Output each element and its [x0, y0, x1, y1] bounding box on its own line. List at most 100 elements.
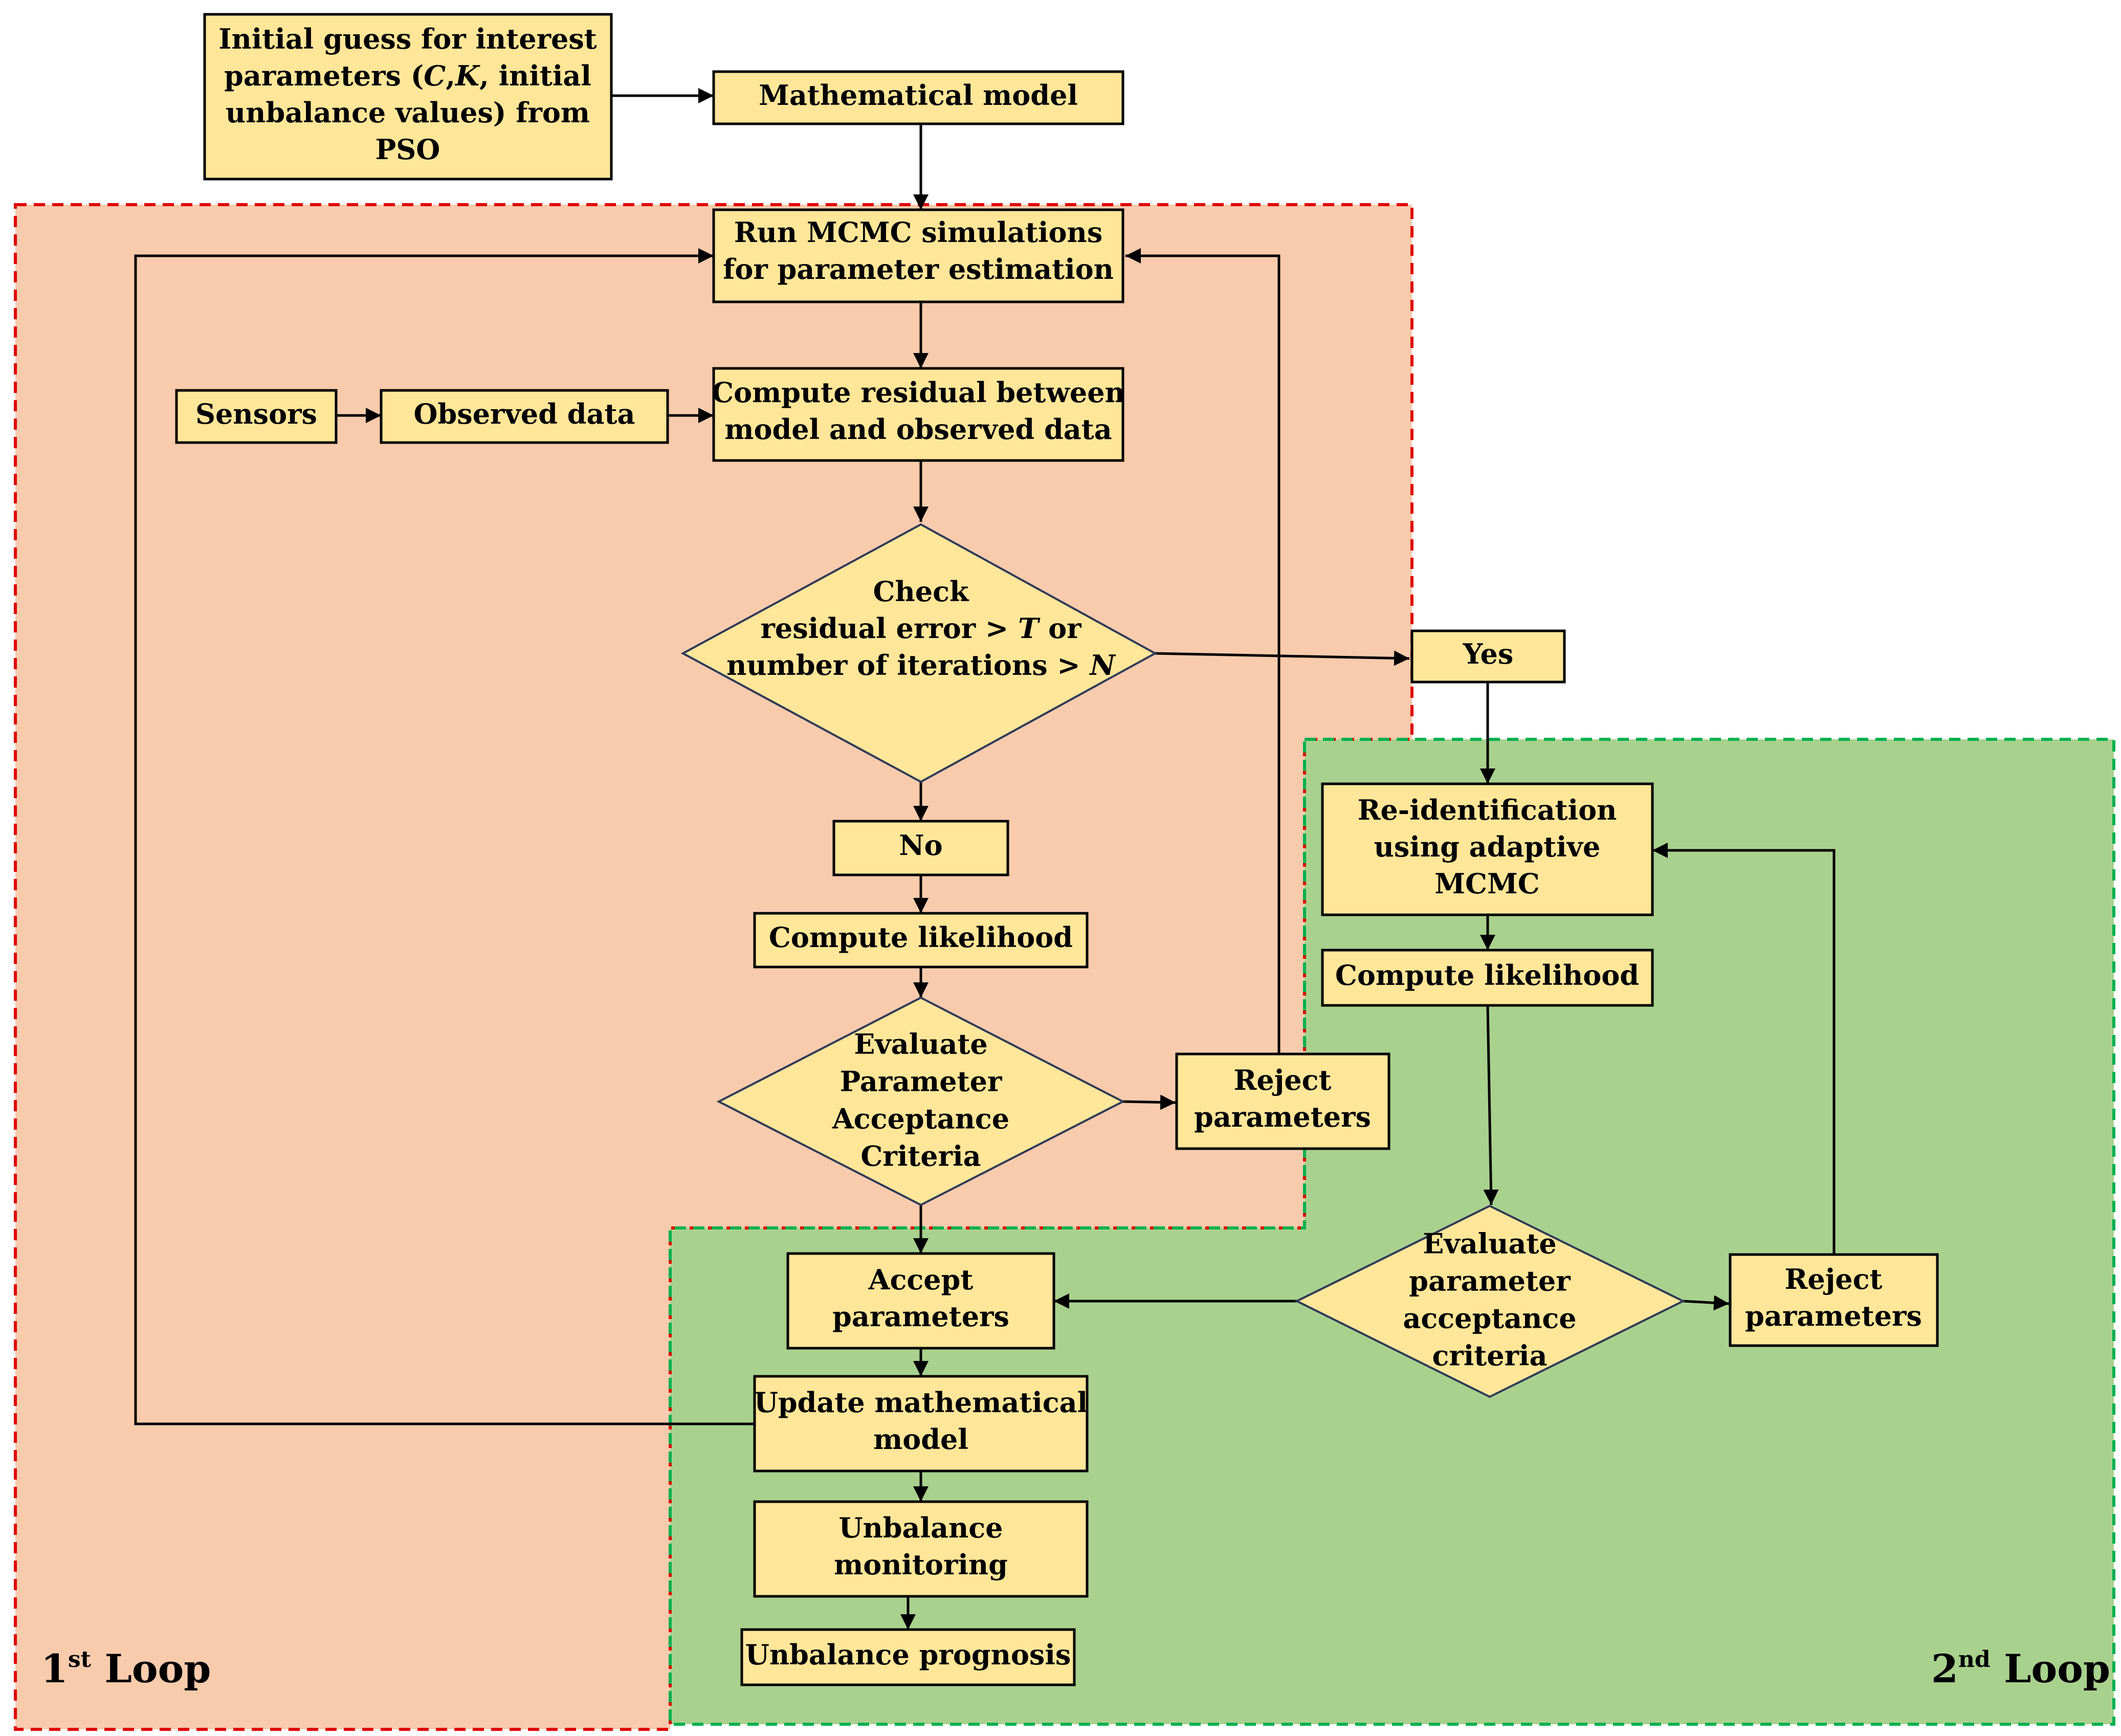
label-run: Re-identification: [1358, 794, 1617, 826]
label-run: Sensors: [195, 398, 317, 430]
reject-2-label: Reject parameters: [1745, 1263, 1922, 1332]
label-run: parameters: [1745, 1300, 1922, 1332]
label-run: Compute likelihood: [1335, 959, 1639, 992]
initial-guess-box: [203, 13, 613, 181]
reject-1-label: Reject parameters: [1194, 1064, 1371, 1133]
compute-residual-label: Compute residual between model and observ…: [712, 376, 1125, 446]
label-run: acceptance: [1403, 1302, 1576, 1335]
second-loop-border: [669, 738, 2115, 1726]
evaluate-2-diamond: [1294, 1204, 1686, 1398]
edge-reject2-back-to-reidentification: [1652, 843, 1836, 1254]
sensors-box: [175, 389, 338, 444]
label-run: N: [1089, 649, 1116, 682]
label-run: K: [454, 59, 480, 92]
edge-check-to-yes: [1155, 650, 1410, 666]
yes-box: [1410, 629, 1566, 684]
label-run: using adaptive: [1374, 830, 1601, 863]
check-residual-label: Check residual error > T or number of iter…: [726, 575, 1116, 682]
label-run: residual error >: [760, 612, 1018, 645]
label-run: Reject: [1785, 1263, 1883, 1295]
label-run: unbalance values) from: [226, 96, 590, 129]
label-run: or: [1039, 612, 1081, 645]
label-run: model and observed data: [724, 413, 1112, 446]
label-run: criteria: [1432, 1339, 1547, 1372]
no-box: [832, 820, 1009, 876]
label-run: Observed data: [414, 398, 635, 430]
reject-1-box: [1175, 1052, 1390, 1150]
label-run: ,: [446, 59, 455, 92]
label-run: No: [899, 829, 942, 862]
update-model-label: Update mathematical model: [754, 1386, 1088, 1456]
compute-likelihood-2-box: [1321, 949, 1654, 1007]
second-loop-label: 2nd Loop: [1931, 1646, 2110, 1691]
accept-label: Accept parameters: [832, 1263, 1009, 1333]
nodes: Initial guess for interest parameters (C,…: [175, 13, 1939, 1686]
label-run: Update mathematical: [754, 1386, 1088, 1419]
sensors-label: Sensors: [195, 398, 317, 430]
label-run: Evaluate: [1423, 1227, 1557, 1260]
run-mcmc-box: [712, 208, 1124, 303]
label-run: C: [424, 59, 446, 92]
label-run: Acceptance: [832, 1103, 1009, 1135]
label-run: parameters (: [224, 59, 424, 92]
label-run: parameter: [1409, 1265, 1571, 1298]
label-run: T: [1018, 612, 1041, 645]
edge-update-back-to-run: [134, 248, 755, 1425]
edge-evaluate-to-reject: [1122, 1094, 1176, 1110]
label-run: parameters: [832, 1300, 1009, 1333]
initial-guess-label: Initial guess for interest parameters (C,…: [218, 23, 597, 166]
reject-2-box: [1729, 1253, 1939, 1347]
label-run: Mathematical model: [759, 79, 1078, 112]
monitoring-box: [753, 1500, 1089, 1598]
label-run: Yes: [1463, 638, 1514, 670]
label-run: Unbalance: [838, 1511, 1003, 1544]
label-run: model: [873, 1423, 968, 1456]
edge-evaluate2-to-reject: [1683, 1295, 1730, 1311]
evaluate-1-diamond: [716, 996, 1125, 1206]
label-run: monitoring: [834, 1548, 1008, 1581]
first-loop-region: [15, 205, 1412, 1729]
compute-residual-box: [712, 367, 1124, 462]
reidentification-box: [1321, 782, 1654, 916]
label-run: Compute residual between: [712, 376, 1125, 409]
label-run: Criteria: [860, 1140, 981, 1173]
prognosis-label: Unbalance prognosis: [745, 1638, 1071, 1671]
observed-data-label: Observed data: [414, 398, 635, 430]
second-loop-region: [670, 739, 2114, 1724]
compute-likelihood-1-label: Compute likelihood: [769, 921, 1073, 954]
update-model-box: [753, 1375, 1089, 1473]
mathematical-model-label: Mathematical model: [759, 79, 1078, 112]
monitoring-label: Unbalance monitoring: [834, 1511, 1008, 1581]
no-label: No: [899, 829, 942, 862]
prognosis-box: [740, 1628, 1076, 1686]
compute-likelihood-2-label: Compute likelihood: [1335, 959, 1639, 992]
observed-data-box: [380, 389, 669, 444]
label-run: Unbalance prognosis: [745, 1638, 1071, 1671]
check-residual-diamond: [680, 523, 1158, 783]
run-mcmc-label: Run MCMC simulations for parameter estima…: [723, 216, 1114, 285]
label-run: , initial: [479, 59, 591, 92]
label-run: PSO: [375, 133, 440, 166]
label-run: Check: [873, 575, 969, 608]
mathematical-model-box: [712, 70, 1124, 125]
label-run: Accept: [868, 1263, 974, 1296]
label-run: Initial guess for interest: [218, 23, 597, 55]
accept-box: [786, 1252, 1055, 1350]
label-run: Evaluate: [854, 1028, 988, 1061]
yes-label: Yes: [1463, 638, 1514, 670]
label-run: for parameter estimation: [723, 253, 1114, 285]
label-run: Run MCMC simulations: [734, 216, 1102, 249]
label-run: Compute likelihood: [769, 921, 1073, 954]
label-run: parameters: [1194, 1101, 1371, 1133]
edges: [134, 88, 1836, 1630]
label-run: MCMC: [1434, 867, 1540, 900]
label-run: Reject: [1234, 1064, 1332, 1096]
label-run: number of iterations >: [726, 649, 1090, 682]
evaluate-2-label: Evaluate parameter acceptance criteria: [1403, 1227, 1576, 1372]
edge-reject-back-to-run: [1125, 248, 1280, 1054]
label-run: Parameter: [840, 1065, 1002, 1098]
compute-likelihood-1-box: [753, 912, 1089, 969]
